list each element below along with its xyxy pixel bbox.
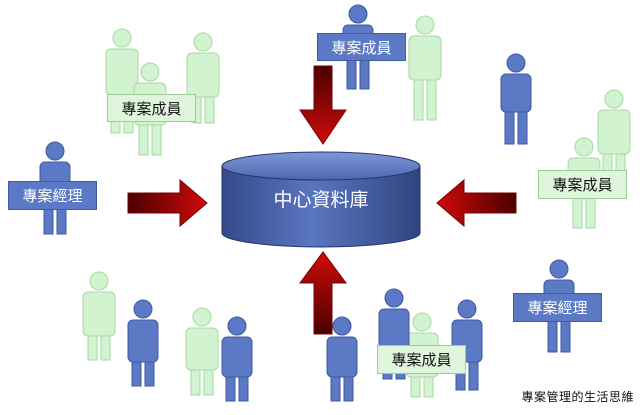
project-member-label-top: 專案成員 — [317, 33, 406, 61]
arrow-left-icon — [436, 178, 517, 228]
person-icon — [500, 53, 532, 145]
arrow-down-icon — [299, 65, 347, 145]
person-icon — [82, 271, 116, 361]
central-database-label: 中心資料庫 — [273, 189, 369, 211]
footer-caption: 專案管理的生活思維 — [521, 390, 634, 404]
person-icon — [185, 307, 219, 396]
arrow-up-icon — [299, 251, 347, 335]
project-manager-label-right: 專案經理 — [513, 293, 602, 322]
person-icon — [326, 316, 358, 402]
project-member-label-bottom: 專案成員 — [377, 345, 466, 374]
person-icon — [408, 15, 442, 121]
person-icon — [221, 316, 253, 402]
person-icon — [378, 288, 410, 380]
project-manager-label-left: 專案經理 — [8, 181, 97, 210]
project-member-label-top-left: 專案成員 — [107, 94, 196, 122]
project-member-label-right: 專案成員 — [538, 170, 627, 199]
person-icon — [127, 299, 159, 387]
arrow-right-icon — [127, 178, 208, 228]
person-icon — [186, 32, 220, 124]
managers-group — [39, 4, 575, 402]
database-icon — [221, 151, 421, 248]
